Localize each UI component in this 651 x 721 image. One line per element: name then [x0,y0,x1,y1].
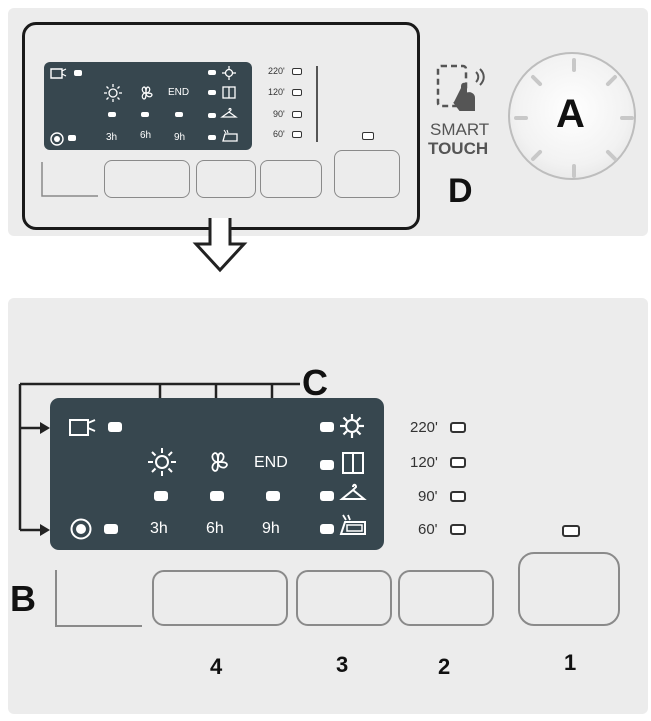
temp-led [450,491,466,502]
button-2-small[interactable] [260,160,322,198]
sun-icon [104,84,122,102]
end-label: END [168,87,190,98]
temp-label: 220' [268,66,285,76]
button-3[interactable] [296,570,392,626]
temp-led [292,131,302,138]
label-a: A [556,92,585,136]
power-led [562,525,580,537]
dial-tick [572,58,576,72]
hour-label: 3h [150,520,168,537]
temp-led [292,111,302,118]
smart-label: SMART [430,120,490,139]
end-label: END [254,454,288,471]
button-4[interactable] [152,570,288,626]
temp-led [450,422,466,433]
touch-label: TOUCH [428,139,489,158]
divider [316,66,318,142]
display-small: END 3h 6h 9h [44,62,252,150]
button-number: 3 [336,652,349,677]
hour-label: 9h [174,132,186,143]
temp-led [450,457,466,468]
hour-label: 3h [106,132,118,143]
hanger-icon [339,483,367,500]
button-3-small[interactable] [196,160,256,198]
iron-icon [222,129,238,142]
temp-label: 220' [410,419,438,436]
temp-label: 120' [268,87,285,97]
button-number: 2 [438,654,451,679]
label-c: C [302,362,328,403]
temp-label: 60' [273,129,285,139]
hour-label: 9h [262,520,280,537]
temp-led [450,524,466,535]
label-d: D [448,172,473,210]
cupboard-icon [222,86,236,99]
bracket-b [55,570,142,627]
gear-icon [222,66,236,80]
sun-icon [148,448,176,476]
fan-icon [211,452,228,472]
gear-icon [340,414,364,438]
drum-icon [50,132,64,146]
bracket-b-small [41,162,98,197]
cup-icon [50,68,67,79]
drum-icon [70,518,92,540]
fan-icon [141,86,153,100]
display-large: END 3h 6h 9h [50,398,384,550]
button-2[interactable] [398,570,494,626]
cup-icon [69,419,96,436]
temp-label: 90' [418,488,438,505]
button-number: 4 [210,654,223,679]
hour-label: 6h [206,520,224,537]
iron-icon [339,514,366,535]
down-arrow-icon [192,218,248,273]
smart-touch-phone-icon [436,64,485,111]
temp-label: 90' [273,109,285,119]
button-4-small[interactable] [104,160,190,198]
temp-label: 60' [418,521,438,538]
program-dial[interactable]: A [508,52,636,180]
temp-led [292,89,302,96]
cupboard-icon [342,452,364,474]
label-b: B [10,578,36,619]
hour-label: 6h [140,130,152,141]
power-led-small [362,132,374,140]
button-1-small[interactable] [334,150,400,198]
hanger-icon [220,107,238,118]
temp-led [292,68,302,75]
button-number: 1 [564,650,577,675]
temp-label: 120' [410,454,438,471]
button-1[interactable] [518,552,620,626]
